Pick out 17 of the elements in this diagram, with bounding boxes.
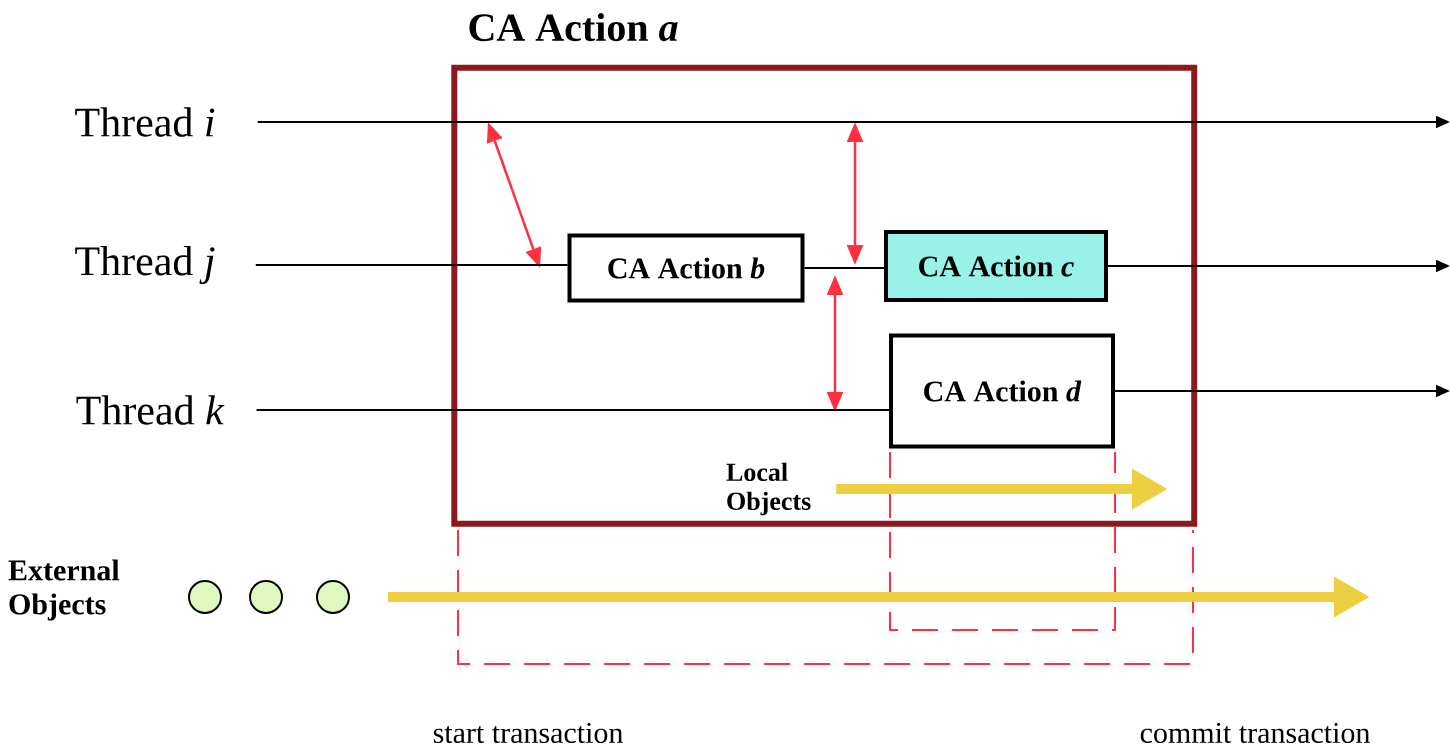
thread-label: Thread k [76,395,225,425]
object-circle [249,580,283,614]
phase-label: start transaction [433,722,623,744]
object-circle [316,580,350,614]
phase-label: commit transaction [1140,722,1370,744]
thread-line [254,264,569,266]
thread-line [803,267,885,269]
thread-line [255,409,890,411]
action-box: CA Action c [884,230,1108,302]
action-box: CA Action b [567,233,805,303]
objects-label: External Objects [8,559,120,621]
thread-label: Thread i [75,107,215,137]
thread-label: Threadj [75,245,215,285]
objects-label: Local Objects [726,462,811,516]
frame-title: CA Action a [469,13,678,42]
action-box: CA Action d [889,333,1115,449]
object-circle [188,580,222,614]
